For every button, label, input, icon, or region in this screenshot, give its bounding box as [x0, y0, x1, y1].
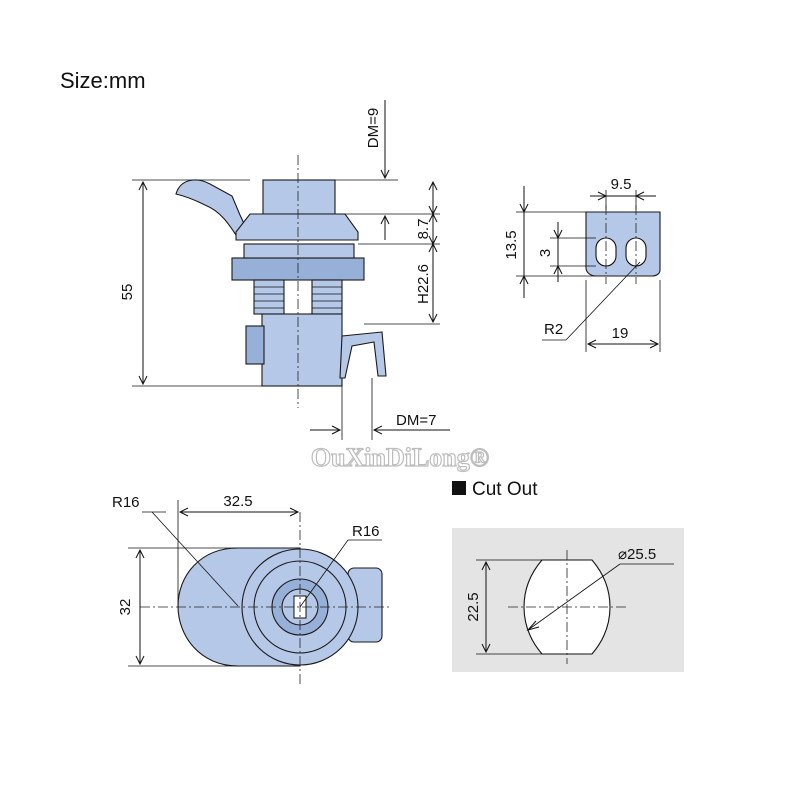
latch-knob [262, 179, 336, 215]
latch-collar [235, 213, 359, 241]
watermark: OuXinDiLong® [311, 443, 489, 472]
bottom-view: 32.5 R16 R16 32 [112, 493, 392, 685]
dim-strike-height: 13.5 [503, 230, 520, 259]
latch-housing [261, 313, 343, 387]
cutout-label: Cut Out [472, 479, 538, 500]
strike-plate-view: 9.5 13.5 3 R2 19 [503, 176, 661, 352]
spring-bracket [339, 331, 387, 379]
thread-right [311, 279, 343, 315]
dim-cutout-flat-height: 22.5 [465, 592, 482, 621]
cutout-legend-square [452, 481, 466, 495]
dim-strike-width-total: 19 [612, 325, 629, 342]
side-view: 55 DM=9 8.7 H22.6 DM=7 [119, 100, 450, 440]
dim-base-width: 32.5 [223, 493, 252, 510]
dim-cutout-diameter: ⌀25.5 [618, 546, 656, 563]
latch-housing-side [245, 325, 265, 365]
thread-left [253, 279, 285, 315]
dim-radius: R2 [544, 321, 563, 338]
latch-washer [243, 243, 355, 259]
dim-strike-width-top: 9.5 [611, 176, 632, 193]
dim-slot-height: 3 [537, 249, 554, 257]
thread-lines [254, 286, 342, 309]
dim-base-height: 32 [117, 599, 134, 616]
dim-radius-right: R16 [352, 523, 380, 540]
cutout-view: Cut Out ⌀25.5 22.5 [452, 479, 684, 672]
size-unit-title: Size:mm [60, 68, 146, 93]
dim-head: 8.7 [415, 219, 432, 240]
latch-hook [175, 179, 249, 239]
dim-dm-top: DM=9 [365, 108, 382, 148]
dim-radius-left: R16 [112, 494, 140, 511]
dim-dm-bottom: DM=7 [396, 412, 436, 429]
dim-body: H22.6 [415, 264, 432, 304]
dim-total-height: 55 [119, 284, 136, 301]
